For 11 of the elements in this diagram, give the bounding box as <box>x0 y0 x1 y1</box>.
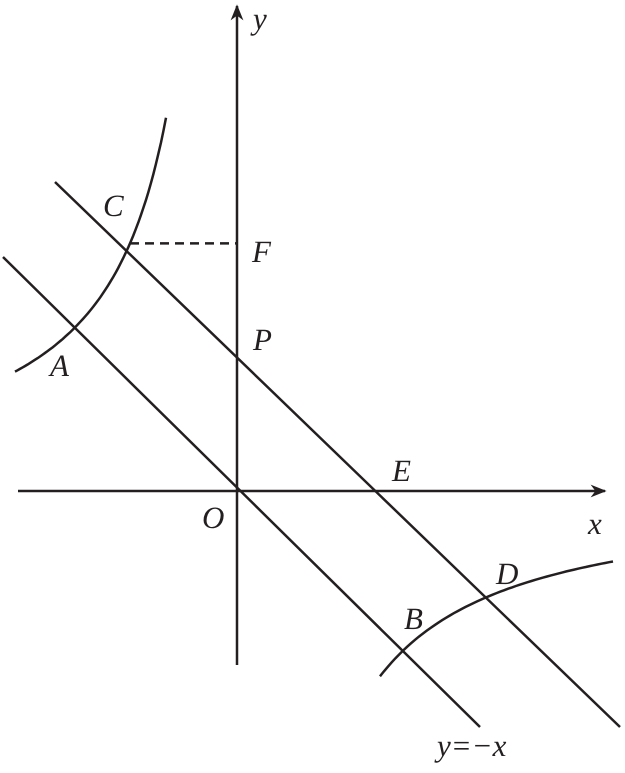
point-label: B <box>404 603 423 634</box>
axis-label: x <box>588 508 602 539</box>
point-label: C <box>103 190 124 221</box>
point-label: E <box>392 455 411 486</box>
point-label: P <box>253 324 272 355</box>
point-label: O <box>202 502 224 533</box>
point-label: A <box>50 350 69 381</box>
point-label: F <box>252 236 271 267</box>
equation-label: y=−x <box>437 730 506 761</box>
point-label: D <box>496 558 518 589</box>
axis-label: y <box>253 3 267 34</box>
